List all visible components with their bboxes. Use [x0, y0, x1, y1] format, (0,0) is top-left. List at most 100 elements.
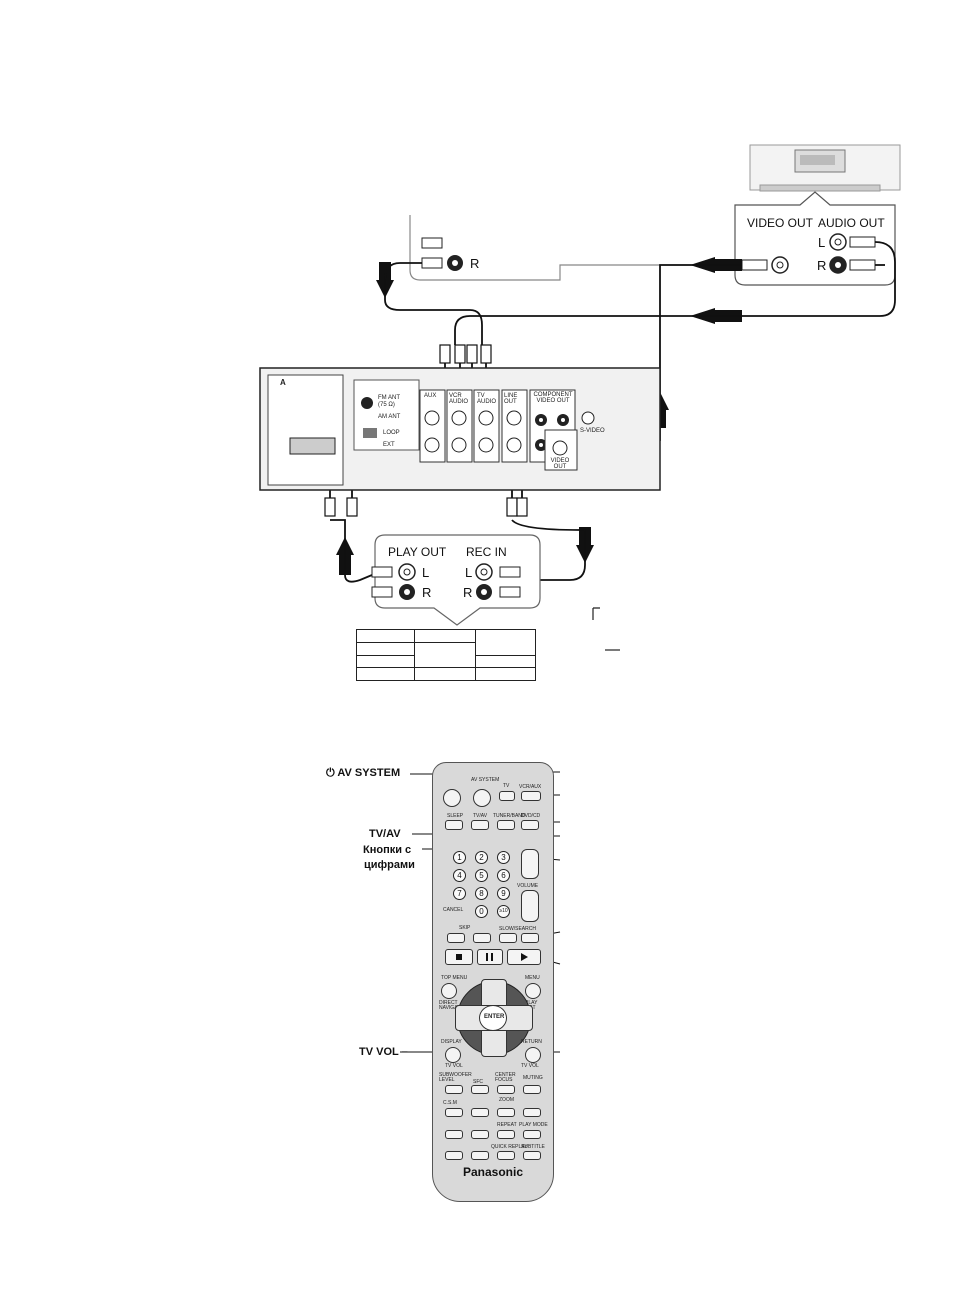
channel-rocker[interactable]	[521, 849, 539, 879]
skip-prev-button[interactable]	[447, 933, 465, 943]
digit-button-1[interactable]: 2	[475, 851, 488, 864]
subwoofer-text: SUBWOOFER LEVEL	[439, 1072, 472, 1083]
csm-button[interactable]	[445, 1108, 463, 1117]
receiver-rear-panel	[259, 367, 661, 491]
function-button-10[interactable]	[471, 1151, 489, 1160]
digit-button-0[interactable]: 1	[453, 851, 466, 864]
stop-button[interactable]	[445, 949, 473, 965]
function-button-4[interactable]	[523, 1108, 541, 1117]
sfc-text: SFC	[473, 1079, 483, 1085]
rec-in-r-label: R	[463, 585, 473, 600]
audio-out-label: AUDIO OUT	[818, 216, 885, 230]
s-video-label: S-VIDEO	[580, 428, 605, 434]
digit-button-4[interactable]: 5	[475, 869, 488, 882]
video-out-label: VIDEO OUT	[747, 216, 814, 230]
callout-tv-av: TV/AV	[369, 828, 401, 840]
video-out-panel-label: VIDEO OUT	[550, 458, 570, 470]
play-mode-button[interactable]	[523, 1130, 541, 1139]
tv-vol-right-text: TV VOL	[521, 1063, 539, 1069]
ext-label: EXT	[383, 442, 395, 448]
zoom-button[interactable]	[497, 1108, 515, 1117]
dvd-cd-text: DVD/CD	[521, 813, 541, 819]
bracket-mark	[592, 607, 600, 620]
tv-av-text: TV/AV	[473, 813, 488, 819]
tuner-band-button[interactable]	[497, 820, 515, 830]
pause-icon	[486, 953, 488, 961]
play-mode-text: PLAY MODE	[519, 1122, 548, 1128]
function-button-2[interactable]	[471, 1108, 489, 1117]
skip-text: SKIP	[459, 925, 471, 931]
vcr-aux-text: VCR/AUX	[519, 784, 542, 790]
av-system-button[interactable]	[473, 789, 491, 807]
av-system-text: AV SYSTEM	[471, 777, 500, 783]
callout-number-buttons-2: цифрами	[364, 859, 415, 871]
digit-button-3[interactable]: 4	[453, 869, 466, 882]
connection-table	[356, 629, 536, 681]
sleep-text: SLEEP	[447, 813, 464, 819]
pause-button[interactable]	[477, 949, 503, 965]
tv-audio-label: TV AUDIO	[477, 393, 497, 405]
audio-out-r-jack	[829, 256, 876, 274]
digit-button-7[interactable]: 8	[475, 887, 488, 900]
tv-vol-left-text: TV VOL	[445, 1063, 463, 1069]
remote-control: AV SYSTEM TV VCR/AUX SLEEP TV/AV TUNER/B…	[432, 762, 554, 1202]
power-icon: ⏻	[326, 767, 335, 779]
subtitle-button[interactable]	[523, 1151, 541, 1160]
function-button-6[interactable]	[471, 1130, 489, 1139]
rec-in-label: REC IN	[466, 545, 507, 559]
dvd-cd-button[interactable]	[521, 820, 539, 830]
vcr-aux-button[interactable]	[521, 791, 541, 801]
tv-vol-down-button[interactable]	[445, 1047, 461, 1063]
display-text: DISPLAY	[441, 1039, 462, 1045]
digit-button-10[interactable]: ≥10	[497, 905, 510, 918]
power-button[interactable]	[443, 789, 461, 807]
loop-label: LOOP	[383, 430, 400, 436]
menu-text: MENU	[525, 975, 540, 981]
skip-next-button[interactable]	[473, 933, 491, 943]
muting-text: MUTING	[523, 1075, 543, 1081]
digit-button-2[interactable]: 3	[497, 851, 510, 864]
tv-button[interactable]	[499, 791, 515, 801]
muting-button[interactable]	[523, 1085, 541, 1094]
vcr-audio-label: VCR AUDIO	[449, 393, 469, 405]
subwoofer-button[interactable]	[445, 1085, 463, 1094]
tv-r-label: R	[470, 256, 480, 271]
cancel-text: CANCEL	[443, 907, 464, 913]
quick-replay-button[interactable]	[497, 1151, 515, 1160]
fm-ant-label: FM ANT	[378, 395, 400, 401]
function-button-5[interactable]	[445, 1130, 463, 1139]
callout-av-system: ⏻ AV SYSTEM	[326, 767, 401, 779]
tv-vol-up-button[interactable]	[525, 1047, 541, 1063]
direct-navigator-text: DIRECT NAVIGATOR	[439, 1000, 468, 1011]
menu-button[interactable]	[525, 983, 541, 999]
search-rewind-button[interactable]	[499, 933, 517, 943]
callout-tv-vol: TV VOL –	[359, 1046, 408, 1058]
tv-av-button[interactable]	[471, 820, 489, 830]
return-text: RETURN	[521, 1039, 542, 1045]
video-out-jack	[741, 256, 789, 274]
digit-button-9[interactable]: 0	[475, 905, 488, 918]
stop-icon	[456, 954, 462, 960]
repeat-button[interactable]	[497, 1130, 515, 1139]
subtitle-text: SUBTITLE	[521, 1144, 545, 1150]
tuner-band-text: TUNER/BAND	[493, 813, 526, 819]
function-button-9[interactable]	[445, 1151, 463, 1160]
center-focus-button[interactable]	[497, 1085, 515, 1094]
sleep-button[interactable]	[445, 820, 463, 830]
audio-out-l-jack	[829, 233, 876, 251]
search-forward-button[interactable]	[521, 933, 539, 943]
component-video-out-label: COMPONENT VIDEO OUT	[533, 392, 573, 404]
top-menu-button[interactable]	[441, 983, 457, 999]
enter-button[interactable]	[479, 1005, 507, 1031]
play-out-r-label: R	[422, 585, 432, 600]
digit-button-8[interactable]: 9	[497, 887, 510, 900]
sfc-button[interactable]	[471, 1085, 489, 1094]
play-button[interactable]	[507, 949, 541, 965]
callout-number-buttons-1: Кнопки с	[363, 844, 412, 856]
play-out-l-label: L	[422, 565, 430, 580]
digit-button-6[interactable]: 7	[453, 887, 466, 900]
volume-rocker[interactable]	[521, 890, 539, 922]
digit-button-5[interactable]: 6	[497, 869, 510, 882]
play-out-label: PLAY OUT	[388, 545, 447, 559]
brand-logo: Panasonic	[462, 1165, 524, 1179]
